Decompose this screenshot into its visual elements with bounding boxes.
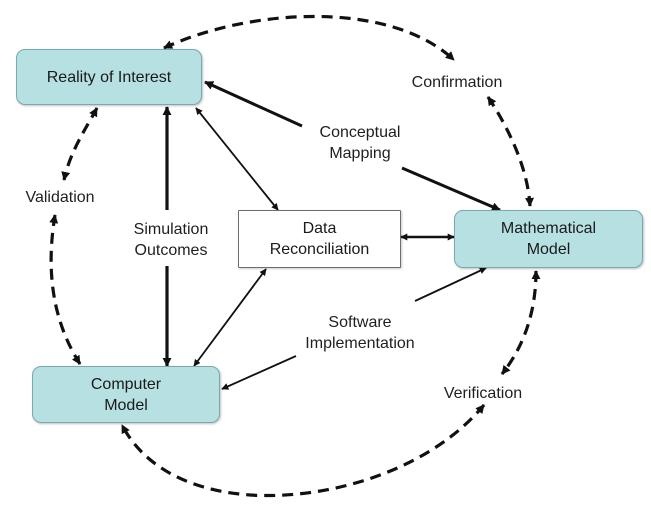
node-computer-model-label: Computer Model [90,375,162,414]
label-verification: Verification [443,385,523,402]
node-data-reconciliation[interactable]: Data Reconciliation [238,210,401,268]
confirmation-arc-upper [163,14,456,62]
verification-arc-lower [120,403,486,498]
node-mathematical-model-label: Mathematical Model [500,220,597,258]
software-implementation-arrow-to-computer [221,355,297,390]
conceptual-mapping-arrow-to-reality [204,80,303,128]
label-conceptual-mapping: Conceptual Mapping [319,124,401,162]
computer-data-reconciliation-arrow [193,268,267,367]
validation-arc-upper [61,107,99,181]
verification-arc-upper [500,270,541,375]
node-mathematical-model[interactable]: Mathematical Model [454,210,643,268]
label-simulation-outcomes: Simulation Outcomes [133,221,209,259]
label-software-implementation: Software Implementation [305,314,415,352]
node-reality-of-interest-label: Reality of Interest [46,68,172,86]
node-data-reconciliation-label: Data Reconciliation [269,220,370,258]
node-reality-of-interest[interactable]: Reality of Interest [16,49,202,105]
label-confirmation: Confirmation [411,74,503,91]
node-computer-model[interactable]: Computer Model [32,366,220,423]
reality-data-reconciliation-arrow [195,107,279,211]
label-validation: Validation [25,189,95,206]
validation-arc-lower [49,214,82,365]
conceptual-mapping-arrow-to-math [401,166,501,212]
software-implementation-arrow-to-math [414,267,487,302]
confirmation-arc-lower [486,96,535,207]
